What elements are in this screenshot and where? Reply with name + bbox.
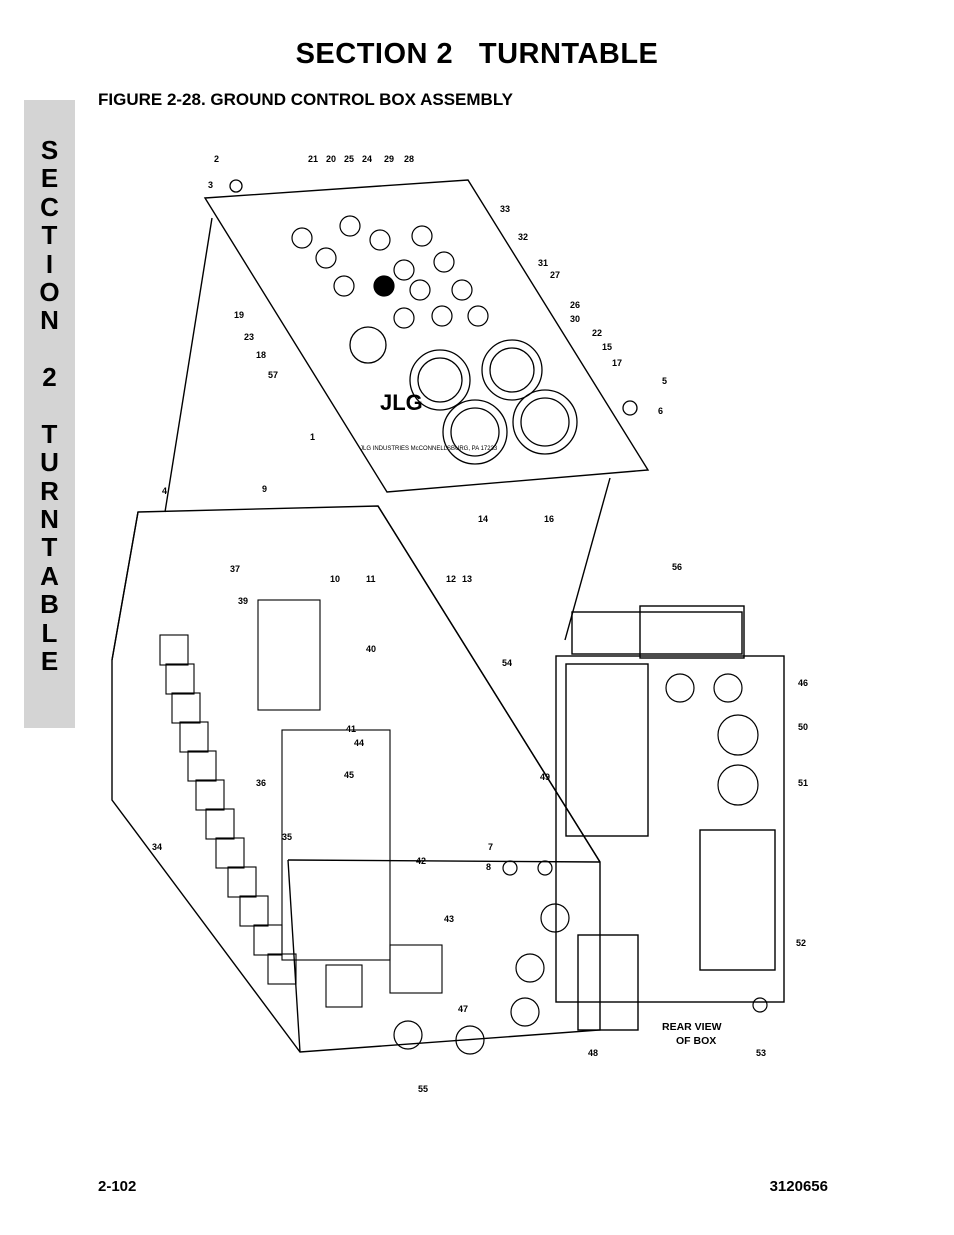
callout: 26 — [570, 300, 580, 310]
callout: 20 — [326, 154, 336, 164]
callout: 3 — [208, 180, 213, 190]
figure-title: FIGURE 2-28. GROUND CONTROL BOX ASSEMBLY — [98, 90, 513, 109]
callout: 52 — [796, 938, 806, 948]
callout: 27 — [550, 270, 560, 280]
callout: 48 — [588, 1048, 598, 1058]
callout: 14 — [478, 514, 488, 524]
side-tab-letter: E — [40, 646, 59, 677]
side-tab-letter: T — [41, 532, 58, 563]
callout: 40 — [366, 644, 376, 654]
callout: 34 — [152, 842, 162, 852]
callout: 30 — [570, 314, 580, 324]
callout: 22 — [592, 328, 602, 338]
rear-view-panel — [555, 655, 785, 1003]
callout: 45 — [344, 770, 354, 780]
callout: 51 — [798, 778, 808, 788]
callout: 43 — [444, 914, 454, 924]
callout: 42 — [416, 856, 426, 866]
side-tab-letter: E — [40, 163, 59, 194]
callout: 16 — [544, 514, 554, 524]
callout: 24 — [362, 154, 372, 164]
callout: 23 — [244, 332, 254, 342]
side-tab-letter: U — [40, 447, 59, 478]
gauge-16 — [512, 389, 578, 455]
side-tab-letter: N — [40, 504, 59, 535]
callout: 25 — [344, 154, 354, 164]
callout: 53 — [756, 1048, 766, 1058]
document-number: 3120656 — [769, 1178, 828, 1195]
callout: 18 — [256, 350, 266, 360]
side-tab-letter: A — [40, 560, 59, 591]
callout: 28 — [404, 154, 414, 164]
callout: 41 — [346, 724, 356, 734]
control-panel-plate — [203, 179, 650, 493]
side-tab-letter: C — [40, 191, 59, 222]
callout: 31 — [538, 258, 548, 268]
callout: 50 — [798, 722, 808, 732]
callout: 10 — [330, 574, 340, 584]
side-tab-letter: 2 — [42, 362, 57, 393]
side-tab-letter: O — [39, 276, 60, 307]
callout: 33 — [500, 204, 510, 214]
rear-view-label-line2: OF BOX — [676, 1035, 716, 1047]
callout: 57 — [268, 370, 278, 380]
section-title: SECTION 2 TURNTABLE — [295, 38, 659, 70]
section-side-tab: S E C T I O N 2 T U R N T A B L E — [24, 100, 75, 728]
page-number: 2-102 — [98, 1178, 137, 1195]
callout: 39 — [238, 596, 248, 606]
side-tab-letter: T — [41, 220, 58, 251]
callout: 6 — [658, 406, 663, 416]
callout: 19 — [234, 310, 244, 320]
callout: 4 — [162, 486, 167, 496]
rear-view-label-line1: REAR VIEW — [662, 1021, 722, 1033]
callout: 17 — [612, 358, 622, 368]
callout: 32 — [518, 232, 528, 242]
callout: 49 — [540, 772, 550, 782]
callout: 56 — [672, 562, 682, 572]
callout: 29 — [384, 154, 394, 164]
gauge-14 — [442, 399, 508, 465]
callout: 47 — [458, 1004, 468, 1014]
callout: 44 — [354, 738, 364, 748]
nameplate-text: JLG INDUSTRIES McCONNELLSBURG, PA 17233 — [360, 446, 498, 452]
side-tab-letter: N — [40, 305, 59, 336]
callout: 1 — [310, 432, 315, 442]
callout: 9 — [262, 484, 267, 494]
gauge-15 — [409, 349, 471, 411]
side-tab-letter: R — [40, 475, 59, 506]
jlg-logo-text: JLG — [380, 390, 423, 415]
side-tab-letter: T — [41, 418, 58, 449]
side-tab-letter: B — [40, 589, 59, 620]
side-tab-letter: I — [45, 248, 54, 279]
callout: 7 — [488, 842, 493, 852]
callout: 37 — [230, 564, 240, 574]
callout: 2 — [214, 154, 219, 164]
callout: 35 — [282, 832, 292, 842]
callout: 46 — [798, 678, 808, 688]
gauge-17 — [481, 339, 543, 401]
callout: 13 — [462, 574, 472, 584]
callout: 54 — [502, 658, 512, 668]
callout: 36 — [256, 778, 266, 788]
ground-control-box-drawing: 1 2 3 4 5 6 7 8 9 10 11 12 13 14 15 16 1… — [111, 154, 808, 1094]
callout: 55 — [418, 1084, 428, 1094]
control-box-outline — [111, 505, 601, 1053]
callout: 15 — [602, 342, 612, 352]
callout: 12 — [446, 574, 456, 584]
callout: 21 — [308, 154, 318, 164]
callout: 5 — [662, 376, 667, 386]
callout: 8 — [486, 862, 491, 872]
side-tab-letter: L — [41, 617, 58, 648]
side-tab-letter: S — [40, 135, 59, 165]
callout: 11 — [366, 574, 376, 584]
